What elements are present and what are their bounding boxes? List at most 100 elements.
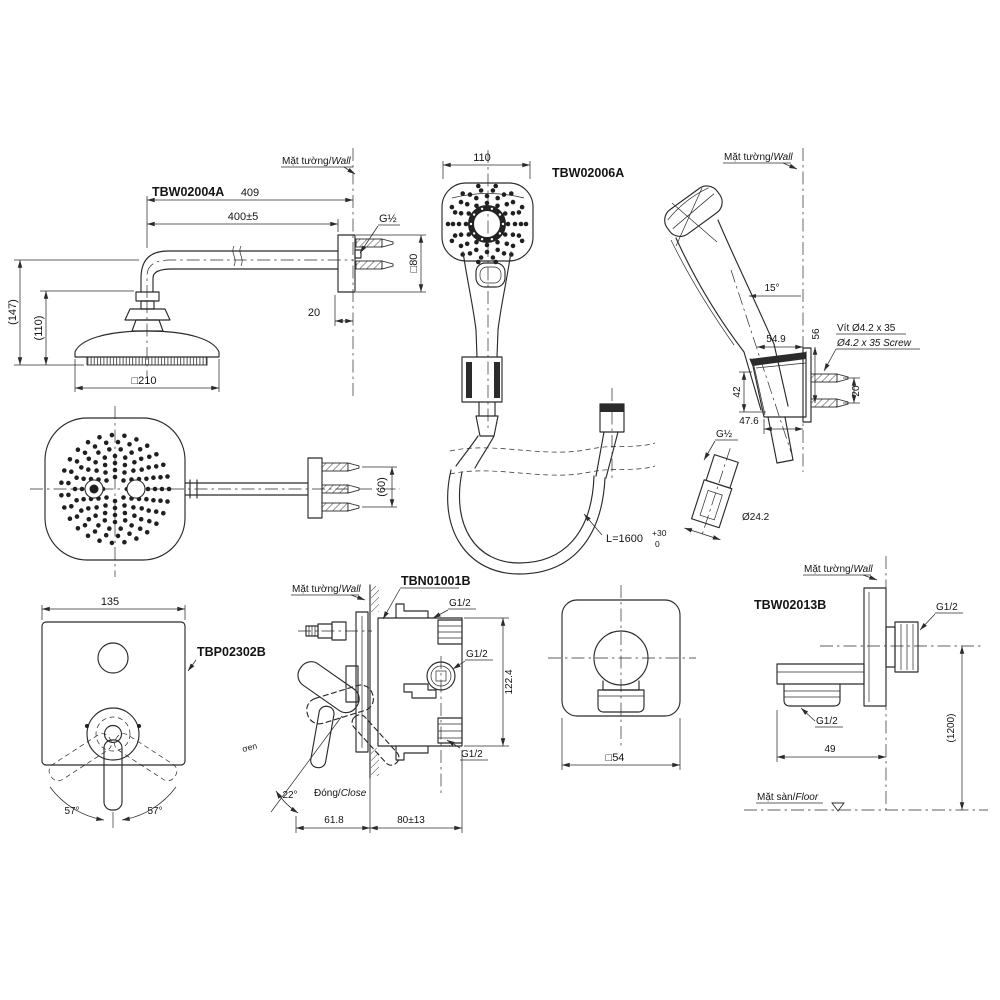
part-number-tbn01001b: TBN01001B: [401, 574, 470, 588]
lever-hub: [86, 707, 140, 761]
drawing-rain-shower-bottom: (60): [30, 406, 400, 577]
drawing-hand-shower: TBW02006A 110 L=1600 +30: [441, 150, 667, 575]
dim-135: 135: [101, 596, 119, 608]
rain-shower-head: [74, 330, 220, 358]
drawing-holder: Mặt tường/Wall 15° 54.9 56: [664, 148, 920, 541]
wall-plate: [802, 347, 812, 423]
thread-label-bottom: G1/2: [816, 716, 838, 727]
dim-56: 56: [811, 328, 822, 340]
open-label-partial: ơen: [241, 741, 258, 754]
elbow-plate-side: [863, 587, 887, 707]
hose: [455, 435, 479, 467]
thread-label-top: G1/2: [936, 602, 958, 613]
hand-shower-head: [441, 182, 534, 262]
diverter-button: [97, 642, 129, 674]
screw-callout-vi: Vít Ø4.2 x 35: [837, 323, 896, 334]
hose-connector: [684, 448, 739, 541]
dim-20: 20: [308, 307, 320, 319]
part-number-tbp02302b: TBP02302B: [197, 645, 266, 659]
dim-screw-gap-20: 20: [851, 385, 862, 397]
drawing-elbow-front: □54: [548, 585, 696, 770]
dim-147: (147): [7, 299, 19, 325]
screw-icon: [355, 238, 394, 248]
dim-60: (60): [376, 477, 388, 497]
dim-54-9: 54.9: [766, 334, 786, 345]
dim-400: 400±5: [228, 211, 259, 223]
screw-icon: [810, 398, 849, 408]
lever-handle: [103, 739, 123, 811]
spray-holes: [445, 183, 529, 265]
dim-1200: (1200): [946, 714, 957, 743]
spray-face-band: [86, 356, 208, 366]
screw-icon: [321, 462, 360, 472]
angle-57-right: 57°: [147, 806, 162, 817]
dim-110-height: (110): [33, 316, 45, 341]
handle-side: [675, 237, 762, 411]
hose-length-label: L=1600: [606, 533, 643, 545]
thread-label-g12: G½: [379, 213, 397, 225]
shower-arm: [140, 250, 339, 293]
trim-plate-face: [41, 621, 186, 766]
valve-body: [377, 617, 463, 747]
secondary-nozzle: [126, 479, 146, 499]
dim-210: □210: [132, 375, 157, 387]
wall-flange: [307, 457, 323, 519]
dim-80: □80: [408, 254, 420, 273]
angle-57-left: 57°: [64, 806, 79, 817]
mode-button: [475, 262, 506, 288]
dim-110-width: 110: [473, 152, 491, 164]
spray-ring: [468, 205, 506, 243]
wall-reference-label: Mặt tường/Wall: [292, 584, 361, 595]
floor-reference-label: Mặt sàn/Floor: [757, 792, 819, 803]
thread-label-top: G1/2: [449, 598, 471, 609]
screw-icon: [321, 502, 360, 512]
wall-flange: [337, 234, 356, 293]
elbow-plate: [561, 599, 681, 717]
break-mark: [232, 245, 243, 267]
dim-diameter-24-2: Ø24.2: [742, 512, 770, 523]
trim-plate-edge: [355, 611, 369, 753]
dim-80-13: 80±13: [397, 815, 425, 826]
angle-22: 22°: [282, 790, 297, 801]
holder-body: [749, 351, 807, 418]
thread-label-bottom: G1/2: [461, 749, 483, 760]
dim-122-4: 122.4: [504, 669, 515, 694]
thread-label-mid: G1/2: [466, 649, 488, 660]
ground-symbol-icon: [831, 802, 845, 812]
dim-47-6: 47.6: [739, 416, 759, 427]
screw-icon: [321, 484, 360, 494]
screw-icon: [810, 373, 849, 383]
hose-tolerance-minus: 0: [655, 539, 660, 549]
dim-49: 49: [824, 744, 836, 755]
dim-409: 409: [241, 187, 259, 199]
screw-icon: [355, 260, 394, 270]
screw-callout-en: Ø4.2 x 35 Screw: [836, 338, 912, 349]
drawing-elbow-side: Mặt tường/Wall TBW02013B G1/2 G1/2 49 (1…: [744, 556, 988, 814]
dim-42: 42: [732, 386, 743, 398]
shower-face: [44, 417, 186, 561]
wall-reference-label: Mặt tường/Wall: [804, 564, 873, 575]
valve-lever-open: [294, 657, 427, 784]
wall-reference-label: Mặt tường/Wall: [724, 152, 793, 163]
inlet-connector: [894, 621, 919, 673]
drawing-trim-plate: 135 57° 57° TBP02302B: [41, 596, 266, 828]
handle: [462, 251, 478, 358]
hose-tolerance-plus: +30: [652, 528, 667, 538]
spray-holes: [59, 432, 172, 546]
holder-clamp: [461, 356, 503, 403]
wall-reference-label: Mặt tường/Wall: [282, 156, 351, 167]
hand-shower-head-side: [664, 185, 723, 237]
part-number-tbw02006a: TBW02006A: [552, 166, 624, 180]
part-number-tbw02013b: TBW02013B: [754, 598, 826, 612]
elbow-ball: [593, 630, 649, 686]
part-number-tbw02004a: TBW02004A: [152, 185, 224, 199]
spout-cup: [783, 683, 841, 707]
thread-label-g12: G½: [716, 429, 733, 440]
valve-lever: [292, 656, 365, 770]
holder-top: [750, 352, 806, 366]
angle-15: 15°: [764, 283, 779, 294]
elbow-spout: [597, 689, 645, 713]
drawing-rain-shower-side: TBW02004A Mặt tường/Wall 409 400±5 G½: [7, 148, 426, 398]
